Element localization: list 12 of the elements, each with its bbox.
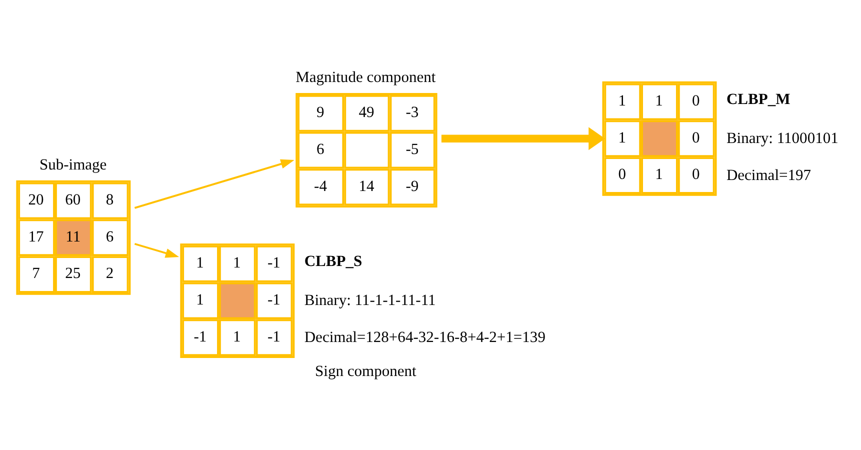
node-label: Binary: 11000101 — [726, 129, 838, 146]
node-label: Decimal=128+64-32-16-8+4-2+1=139 — [304, 328, 546, 346]
node-label: CLBP_S — [304, 252, 362, 270]
arrow — [134, 158, 294, 208]
node-label: Decimal=197 — [726, 166, 812, 184]
node-label: Sub-image — [39, 156, 107, 174]
arrow — [134, 242, 180, 258]
node-label: Sign component — [315, 362, 416, 380]
node-label: CLBP_M — [726, 90, 790, 108]
node-label: Binary: 11-1-1-11-11 — [304, 291, 436, 308]
arrow — [441, 126, 606, 150]
node-label: Magnitude component — [296, 68, 436, 86]
